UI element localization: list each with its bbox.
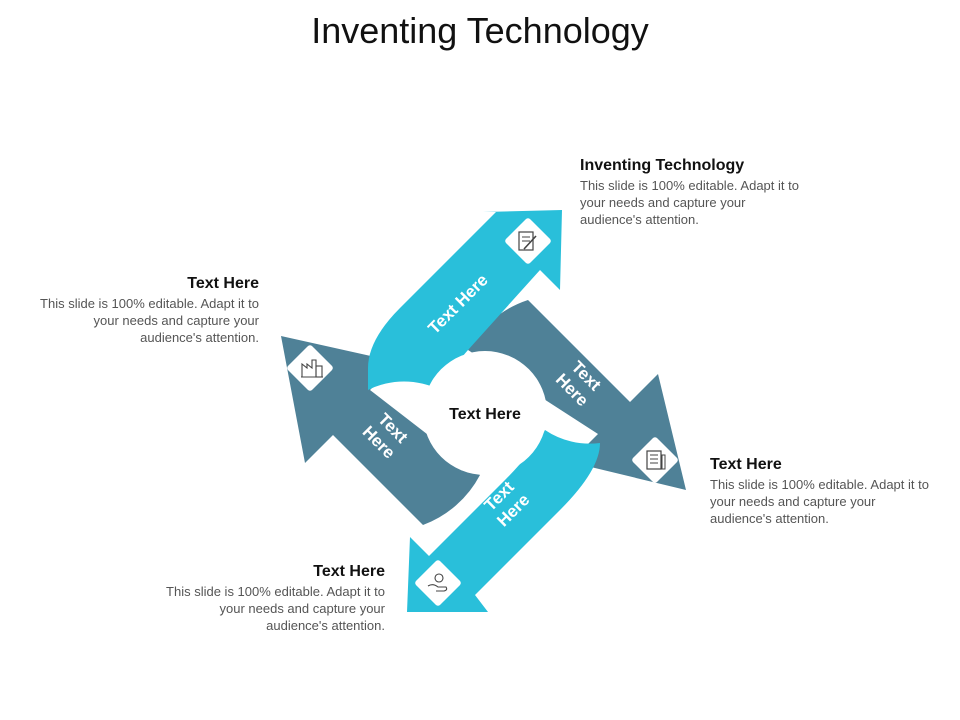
arrow-right (468, 300, 686, 490)
arrow-top (368, 210, 562, 390)
block-heading: Text Here (313, 563, 385, 580)
block-body: This slide is 100% editable. Adapt it to… (710, 477, 929, 526)
newspaper-icon (632, 437, 678, 483)
arrow-left (281, 336, 480, 525)
page-title: Inventing Technology (311, 10, 649, 51)
block-heading: Inventing Technology (580, 157, 745, 174)
hand-money-icon (415, 560, 461, 606)
center-circle (423, 351, 547, 475)
document-pen-icon (505, 218, 551, 264)
block-body: This slide is 100% editable. Adapt it to… (40, 296, 259, 345)
factory-icon (287, 345, 333, 391)
block-heading: Text Here (710, 456, 782, 473)
center-label: Text Here (449, 406, 521, 423)
text-block-right: Text Here This slide is 100% editable. A… (710, 456, 935, 527)
text-block-bottom-left: Text Here This slide is 100% editable. A… (160, 563, 385, 634)
text-block-top-right: Inventing Technology This slide is 100% … (580, 157, 805, 228)
block-heading: Text Here (187, 275, 259, 292)
text-block-left: Text Here This slide is 100% editable. A… (34, 275, 259, 346)
block-body: This slide is 100% editable. Adapt it to… (580, 178, 799, 227)
arrow-bottom (407, 430, 600, 612)
block-body: This slide is 100% editable. Adapt it to… (166, 584, 385, 633)
